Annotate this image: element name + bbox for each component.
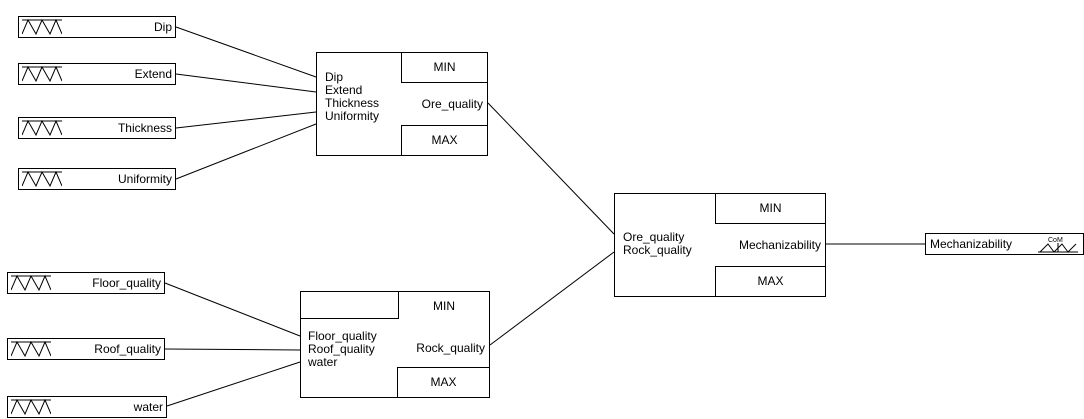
- input-node-water[interactable]: water: [7, 396, 167, 418]
- rule-block-inputs: Floor_quality Roof_quality water: [308, 330, 377, 369]
- rule-input-label: Dip: [325, 70, 344, 84]
- input-node-floor-quality[interactable]: Floor_quality: [7, 272, 165, 294]
- input-label: Dip: [153, 20, 172, 34]
- rule-input-label: Thickness: [325, 96, 380, 110]
- membership-function-icon: [22, 120, 62, 136]
- input-label: Extend: [134, 67, 172, 81]
- rule-block-ore-quality[interactable]: Dip Extend Thickness Uniformity MIN Ore_…: [316, 52, 488, 156]
- max-operator[interactable]: MAX: [397, 367, 489, 397]
- wire-thickness: [175, 111, 317, 129]
- rule-block-rock-quality[interactable]: Floor_quality Roof_quality water MIN Roc…: [300, 318, 490, 398]
- rule-block-rock-quality-min: MIN: [398, 291, 490, 319]
- rule-input-label: Ore_quality: [623, 230, 685, 244]
- rock-block-frame-top: [300, 291, 400, 292]
- output-node-mechanizability[interactable]: Mechanizability CoM: [925, 233, 1084, 255]
- input-label: water: [133, 400, 163, 414]
- min-operator[interactable]: MIN: [401, 53, 487, 83]
- input-label: Floor_quality: [92, 276, 161, 290]
- rule-input-label: Rock_quality: [623, 243, 692, 257]
- rule-block-mechanizability[interactable]: Ore_quality Rock_quality MIN Mechanizabi…: [614, 193, 826, 297]
- rule-input-label: water: [308, 355, 338, 369]
- membership-function-icon: [11, 399, 51, 415]
- max-operator[interactable]: MAX: [715, 266, 825, 296]
- defuzzify-icon-text: CoM: [1048, 237, 1063, 244]
- membership-function-icon: [22, 171, 62, 187]
- membership-function-icon: [11, 275, 51, 291]
- min-operator[interactable]: MIN: [433, 299, 455, 313]
- rule-input-label: Uniformity: [325, 109, 380, 123]
- input-node-uniformity[interactable]: Uniformity: [18, 168, 176, 190]
- min-operator[interactable]: MIN: [715, 194, 825, 224]
- rock-block-frame-extension: [300, 291, 301, 319]
- rule-input-label: Roof_quality: [308, 342, 375, 356]
- rule-block-inputs: Ore_quality Rock_quality: [623, 231, 692, 257]
- wire-ore-to-mech: [487, 102, 615, 235]
- coa-defuzzify-icon: CoM: [1038, 237, 1078, 253]
- wire-rock-to-mech: [489, 251, 615, 346]
- rule-input-label: Extend: [325, 83, 363, 97]
- wire-dip: [175, 26, 317, 78]
- membership-function-icon: [22, 19, 62, 35]
- wire-uniformity: [175, 123, 317, 180]
- input-node-roof-quality[interactable]: Roof_quality: [7, 338, 165, 360]
- rule-output-label: Ore_quality: [421, 97, 483, 111]
- wire-extend: [175, 73, 317, 93]
- rule-block-inputs: Dip Extend Thickness Uniformity: [325, 71, 379, 123]
- rule-input-label: Floor_quality: [308, 329, 377, 343]
- rule-output-label: Rock_quality: [416, 341, 485, 355]
- wire-water: [166, 361, 301, 407]
- wire-roof: [164, 348, 301, 351]
- input-node-thickness[interactable]: Thickness: [18, 117, 176, 139]
- input-node-extend[interactable]: Extend: [18, 63, 176, 85]
- membership-function-icon: [22, 66, 62, 82]
- max-operator[interactable]: MAX: [401, 125, 487, 155]
- output-label: Mechanizability: [930, 237, 1013, 251]
- input-label: Roof_quality: [94, 342, 161, 356]
- wire-floor: [164, 282, 301, 337]
- input-label: Uniformity: [117, 172, 172, 186]
- rule-output-label: Mechanizability: [738, 238, 821, 252]
- input-label: Thickness: [117, 121, 172, 135]
- membership-function-icon: [11, 341, 51, 357]
- input-node-dip[interactable]: Dip: [18, 16, 176, 38]
